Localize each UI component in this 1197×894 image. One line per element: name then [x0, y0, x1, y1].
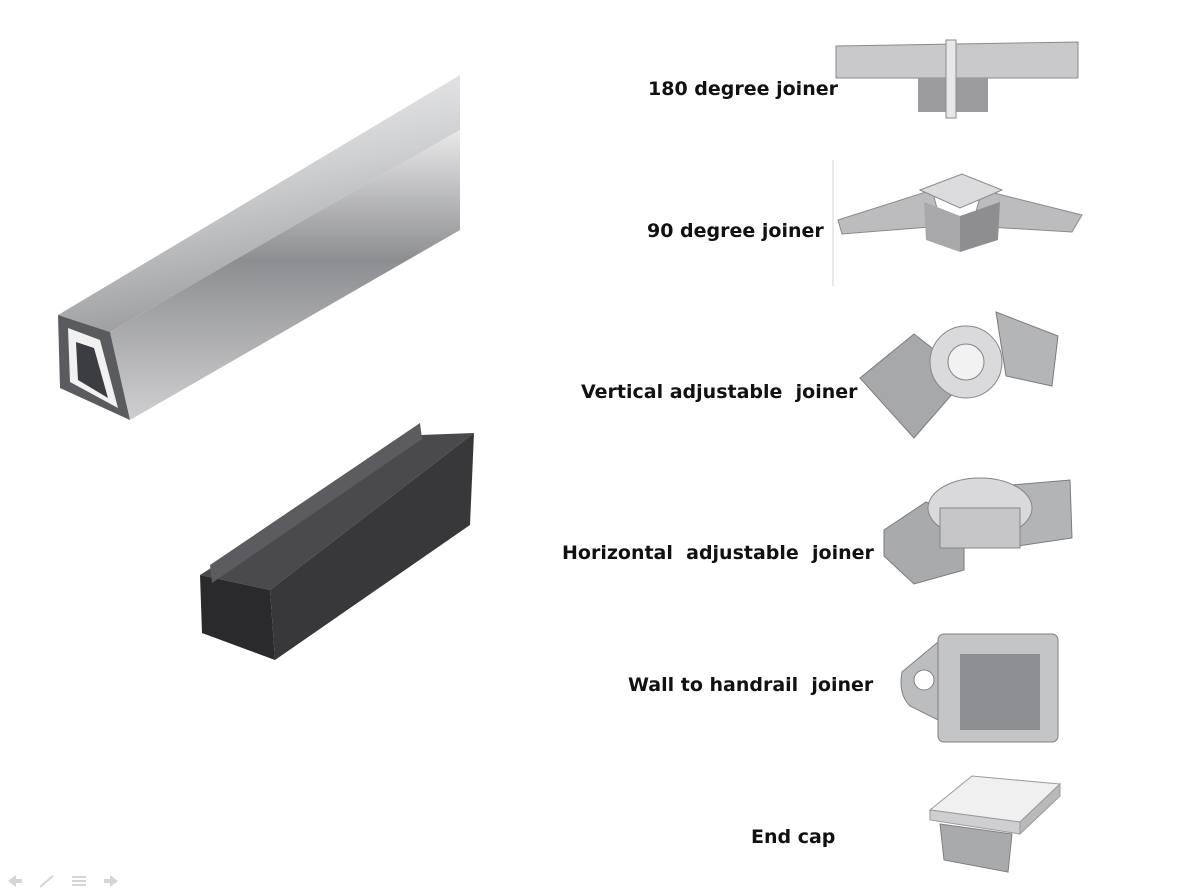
horizontal-joiner-icon — [883, 477, 1073, 585]
polished-u-channel-rail-image — [58, 75, 460, 420]
label-vertical-adjustable-joiner: Vertical adjustable joiner — [581, 381, 858, 403]
next-arrow-icon[interactable] — [102, 874, 120, 888]
label-90-degree-joiner: 90 degree joiner — [647, 220, 824, 242]
previous-arrow-icon[interactable] — [6, 874, 24, 888]
end-cap-icon — [928, 775, 1062, 873]
joiner-90-icon — [832, 160, 1083, 286]
label-horizontal-adjustable-joiner: Horizontal adjustable joiner — [562, 542, 874, 564]
slideshow-nav — [6, 874, 120, 888]
wall-joiner-icon — [900, 633, 1059, 743]
menu-icon[interactable] — [70, 874, 88, 888]
joiner-180-icon — [835, 39, 1079, 119]
label-end-cap: End cap — [751, 826, 836, 848]
dark-u-channel-image — [200, 423, 474, 660]
pen-icon[interactable] — [38, 874, 56, 888]
vertical-joiner-icon — [859, 311, 1059, 439]
label-180-degree-joiner: 180 degree joiner — [648, 78, 838, 100]
label-wall-to-handrail-joiner: Wall to handrail joiner — [628, 674, 874, 696]
